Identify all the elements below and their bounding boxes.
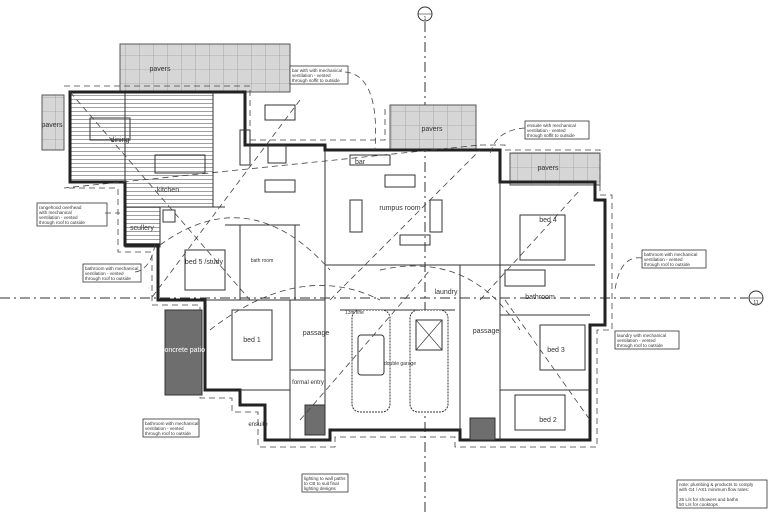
room-labels: pavers pavers pavers pavers dining kitch…: [41, 66, 564, 448]
section-lines: [69, 91, 591, 421]
leader-lines: [105, 71, 643, 291]
note-text: with mechanical: [39, 210, 72, 215]
note-text: to CB to suit final: [304, 481, 339, 486]
note-text: ventilation - vented: [527, 128, 566, 133]
dimension-label: 13m line: [345, 310, 364, 316]
note-text: lighting designs: [304, 486, 336, 491]
deck-area: [69, 91, 126, 183]
label-bar: bar: [355, 159, 366, 166]
entry-portico-floor: [304, 404, 326, 436]
note-box-frame: [142, 418, 200, 438]
note-text: lighting to wall paths: [304, 476, 346, 481]
note-text: through roof to outside: [644, 262, 690, 267]
note-text: through soffit to outside: [292, 78, 340, 83]
pavers-right-area: [509, 152, 601, 186]
furniture: [89, 104, 586, 431]
label-rumpus: rumpus room: [379, 205, 420, 212]
label-pavers-right: pavers: [537, 165, 559, 172]
label-passage-right: passage: [473, 328, 500, 335]
label-bath: bath room: [251, 258, 274, 264]
car-icon: [351, 309, 391, 413]
grid-marker-top-label: 1: [424, 16, 427, 22]
note-box-frame: [676, 479, 768, 509]
label-pavers-mid: pavers: [421, 126, 443, 133]
label-bed3: bed 3: [547, 347, 565, 354]
label-passage-left: passage: [303, 330, 330, 337]
note-box-frame: [301, 473, 349, 493]
label-kitchen: kitchen: [157, 187, 179, 194]
pavers-top-area: [119, 43, 291, 93]
note-text: ensuite with mechanical: [527, 123, 576, 128]
note-text: bathroom with mechanical: [145, 421, 198, 426]
note-text: through soffit to outside: [527, 133, 575, 138]
note-text: through roof to outside: [85, 276, 131, 281]
note-text: with G4 / AS1 minimum flow rates:: [679, 487, 749, 492]
note-text: bathroom with mechanical: [85, 266, 138, 271]
grid-marker-right: 11: [748, 290, 764, 306]
note-box-frame: [641, 249, 707, 269]
rear-portico-floor: [469, 417, 496, 441]
note-box-frame: [289, 65, 349, 85]
label-formal-entry: formal entry: [292, 380, 324, 386]
note-text: ventilation - vented: [292, 73, 331, 78]
label-pavers-top: pavers: [149, 66, 171, 73]
note-text: ventilation - vented: [39, 215, 78, 220]
label-bed2: bed 2: [539, 417, 557, 424]
concrete-patio-area: [164, 309, 203, 396]
label-double-garage: double garage: [384, 361, 416, 367]
note-text: through roof to outside: [145, 431, 191, 436]
label-ensuite: ensuite: [248, 422, 268, 428]
grid-marker-right-label: 11: [753, 300, 758, 306]
note-text: 25 L/s for showers and baths: [679, 497, 739, 502]
pavers-mid-area: [389, 104, 477, 151]
label-entry-portico: entry portico: [298, 442, 332, 448]
grid-marker-top: 1: [417, 6, 433, 22]
label-bed4: bed 4: [539, 217, 557, 224]
note-text: through roof to outside: [617, 343, 663, 348]
note-box-frame: [614, 330, 680, 350]
note-text: ventilation - vented: [617, 338, 656, 343]
note-text: ventilation - vented: [85, 271, 124, 276]
note-text: laundry with mechanical: [617, 333, 666, 338]
note-box-frame: [36, 202, 108, 227]
note-box-frame: [82, 263, 142, 283]
label-bed5: bed 5 /study: [185, 259, 224, 266]
note-text: note: plumbing & products to comply: [679, 482, 754, 487]
note-text: rangehood overhead: [39, 205, 82, 210]
note-text: bathroom with mechanical: [644, 252, 697, 257]
label-scullery: scullery: [130, 225, 154, 232]
note-text: 50 L/s for cooktops: [679, 502, 719, 507]
pavers-left-area: [41, 94, 65, 151]
note-text: through roof to outside: [39, 220, 85, 225]
label-laundry: laundry: [435, 289, 458, 296]
label-concrete-patio: concrete patio: [161, 347, 205, 354]
car-icon: [409, 309, 449, 413]
note-box-frame: [524, 120, 590, 140]
label-pavers-left: pavers: [41, 122, 63, 129]
note-text: ventilation - vented: [145, 426, 184, 431]
label-bed1: bed 1: [243, 337, 261, 344]
note-text: ventilation - vented: [644, 257, 683, 262]
label-bathroom: bathroom: [525, 294, 555, 301]
note-box: note: plumbing & products to complywith …: [676, 479, 768, 509]
note-text: bar with with mechanical: [292, 68, 342, 73]
interior-walls: [159, 92, 595, 440]
label-dining: dining: [111, 137, 130, 144]
